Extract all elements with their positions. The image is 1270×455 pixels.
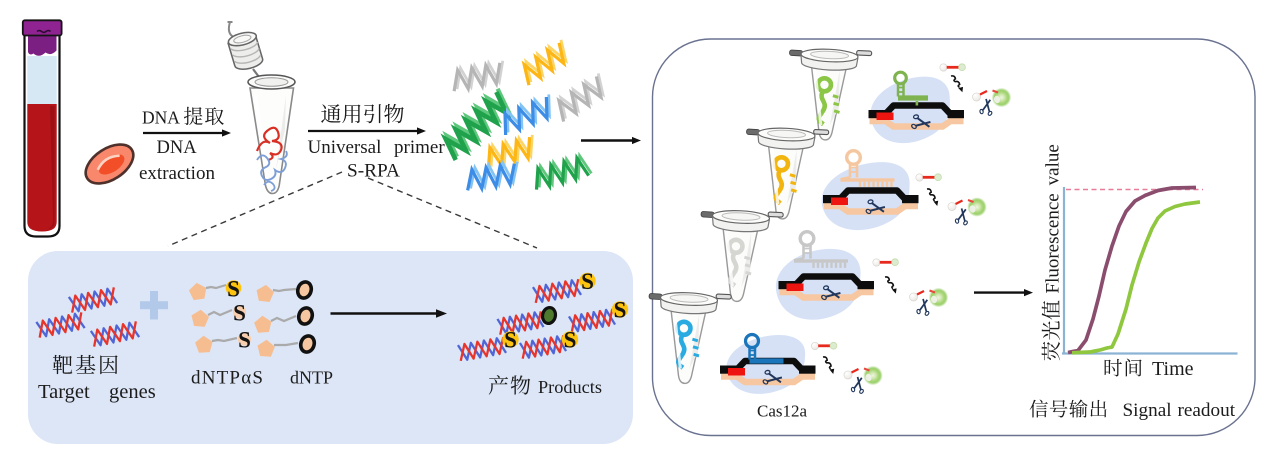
svg-text:S-RPA: S-RPA [347,161,400,182]
svg-text:S: S [614,298,627,323]
svg-text:Cas12a: Cas12a [757,402,808,421]
svg-text:S: S [233,301,246,326]
svg-text:S: S [504,328,517,353]
svg-text:readout: readout [1178,400,1236,421]
svg-text:Products: Products [538,377,602,397]
svg-text:S: S [564,328,577,353]
svg-text:S: S [581,269,594,294]
svg-text:primer: primer [394,137,445,158]
svg-text:dNTP: dNTP [290,368,333,388]
svg-text:DNA: DNA [157,138,198,158]
svg-text:dNTPαS: dNTPαS [191,368,264,389]
svg-text:Signal: Signal [1123,400,1172,421]
svg-text:Time: Time [1152,358,1194,380]
svg-text:genes: genes [109,381,156,403]
svg-text:S: S [227,277,240,302]
svg-text:value: value [1043,144,1064,185]
svg-text:Universal: Universal [308,137,382,158]
svg-text:DNA: DNA [142,108,180,128]
svg-text:Fluorescence: Fluorescence [1043,193,1064,293]
svg-text:S: S [238,328,251,353]
svg-text:extraction: extraction [139,163,215,184]
svg-text:Target: Target [38,381,90,403]
